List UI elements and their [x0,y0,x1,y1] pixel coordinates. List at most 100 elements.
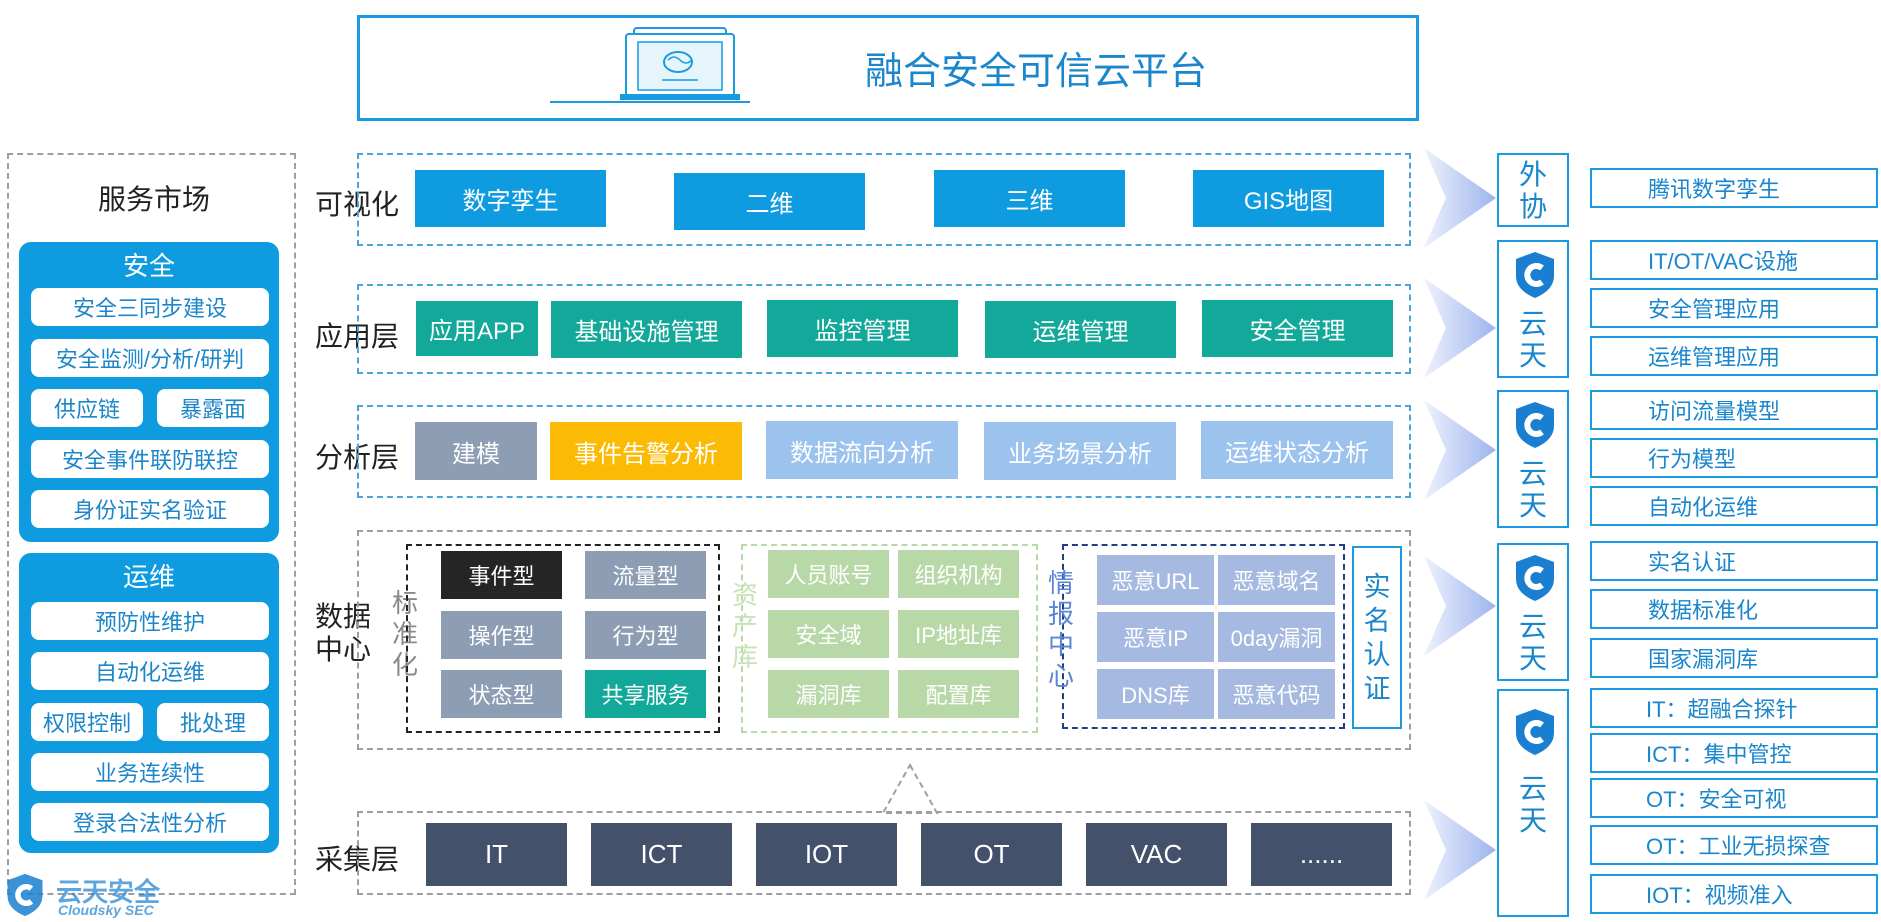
standard-label: 标准化 [391,588,418,680]
data-support-item: 国家漏洞库 [1590,638,1878,678]
collect-item: VAC [1086,823,1227,886]
market-item: 权限控制 [31,703,143,741]
app-layer-frame [357,284,1411,374]
collect-item: ...... [1251,823,1392,886]
asset-label: 资产库 [731,580,758,672]
cloudsky-box: 云 天 [1497,543,1569,681]
partner-box: 外 协 [1497,153,1569,227]
asset-item: 组织机构 [898,550,1019,598]
market-item: 安全监测/分析/研判 [31,339,269,377]
market-item: 安全三同步建设 [31,288,269,326]
intel-item: 恶意域名 [1218,555,1335,605]
realname-label: 实名认证 [1363,572,1391,704]
collect-item: IOT [756,823,897,886]
service-market-panel [7,153,296,895]
market-item: 自动化运维 [31,652,269,690]
vis-item: 二维 [674,173,865,230]
market-item: 预防性维护 [31,602,269,640]
ana-item: 建模 [415,422,537,480]
app-support-item: IT/OT/VAC设施 [1590,240,1878,280]
app-item: 基础设施管理 [551,301,742,358]
market-item: 身份证实名验证 [31,490,269,528]
app-item: 安全管理 [1202,300,1393,357]
asset-item: 人员账号 [768,550,889,598]
asset-item: 漏洞库 [768,670,889,718]
chevron-right-icon [1424,400,1496,500]
ana-support-item: 自动化运维 [1590,486,1878,526]
ops-group: 运维 预防性维护 自动化运维 权限控制 批处理 业务连续性 登录合法性分析 [19,553,279,853]
layer-label-data: 数据 中心 [315,601,372,665]
app-support-item: 运维管理应用 [1590,336,1878,376]
brand-logo-en: Cloudsky SEC [58,902,154,918]
cloudsky-box: 云 天 [1497,390,1569,528]
chevron-right-icon [1424,556,1496,656]
standard-item: 事件型 [441,551,562,599]
vis-item: GIS地图 [1193,170,1384,227]
laptop-brain-icon [550,27,750,103]
standard-group [406,544,720,733]
intel-item: 0day漏洞 [1218,612,1335,662]
intel-item: 恶意IP [1097,612,1214,662]
ana-layer-frame [357,405,1411,498]
intel-group [1062,544,1345,729]
intel-item: DNS库 [1097,669,1214,719]
collect-layer-frame [357,811,1411,895]
cloudsky-shield-icon [1516,555,1554,601]
asset-item: IP地址库 [898,610,1019,658]
ana-item: 数据流向分析 [766,421,958,479]
market-item: 供应链 [31,389,143,427]
standard-item: 状态型 [441,670,562,718]
market-item: 登录合法性分析 [31,803,269,841]
intel-item: 恶意代码 [1218,669,1335,719]
brand-logo-cn: 云天安全 [56,877,161,907]
standard-item: 流量型 [585,551,706,599]
cloudsky-shield-icon [1516,709,1554,755]
cloudsky-box: 云 天 [1497,240,1569,378]
asset-item: 配置库 [898,670,1019,718]
brand-logo: 云天安全 Cloudsky SEC [2,868,192,922]
ana-support-item: 访问流量模型 [1590,390,1878,430]
page-title: 融合安全可信云平台 [865,51,1208,93]
standard-item: 共享服务 [585,670,706,718]
service-market-title: 服务市场 [98,184,211,215]
partner-item: 腾讯数字孪生 [1590,168,1878,208]
ana-support-item: 行为模型 [1590,438,1878,478]
collect-item: ICT [591,823,732,886]
vis-layer-frame [357,153,1411,246]
ops-group-title: 运维 [122,562,175,592]
title-banner: 融合安全可信云平台 [357,15,1419,121]
intel-label: 情报中心 [1047,568,1074,691]
standard-item: 操作型 [441,611,562,659]
collect-support-item: IOT：视频准入 [1590,874,1878,914]
collect-item: OT [921,823,1062,886]
collect-support-item: ICT：集中管控 [1590,733,1878,773]
cloudsky-box: 云 天 [1497,689,1569,917]
market-item: 业务连续性 [31,753,269,791]
intel-item: 恶意URL [1097,555,1214,605]
chevron-right-icon [1424,800,1496,900]
data-center-frame [357,530,1411,750]
app-item: 应用APP [416,301,538,356]
vis-item: 数字孪生 [415,170,606,227]
standard-item: 行为型 [585,611,706,659]
market-item: 批处理 [157,703,269,741]
app-item: 监控管理 [767,300,958,357]
security-group-title: 安全 [122,251,175,281]
cloudsky-logo-icon [7,873,43,917]
app-item: 运维管理 [985,301,1176,358]
cloudsky-shield-icon [1516,252,1554,298]
cloudsky-shield-icon [1516,402,1554,448]
market-item: 安全事件联防联控 [31,440,269,478]
data-support-item: 实名认证 [1590,541,1878,581]
ana-item: 运维状态分析 [1201,421,1393,479]
asset-item: 安全域 [768,610,889,658]
security-group: 安全 安全三同步建设 安全监测/分析/研判 供应链 暴露面 安全事件联防联控 身… [19,242,279,542]
data-support-item: 数据标准化 [1590,589,1878,629]
up-triangle-icon [881,762,939,814]
collect-item: IT [426,823,567,886]
ana-item: 事件告警分析 [550,422,742,480]
market-item: 暴露面 [157,389,269,427]
asset-group [741,544,1038,733]
ana-item: 业务场景分析 [984,422,1176,480]
vis-item: 三维 [934,170,1125,227]
